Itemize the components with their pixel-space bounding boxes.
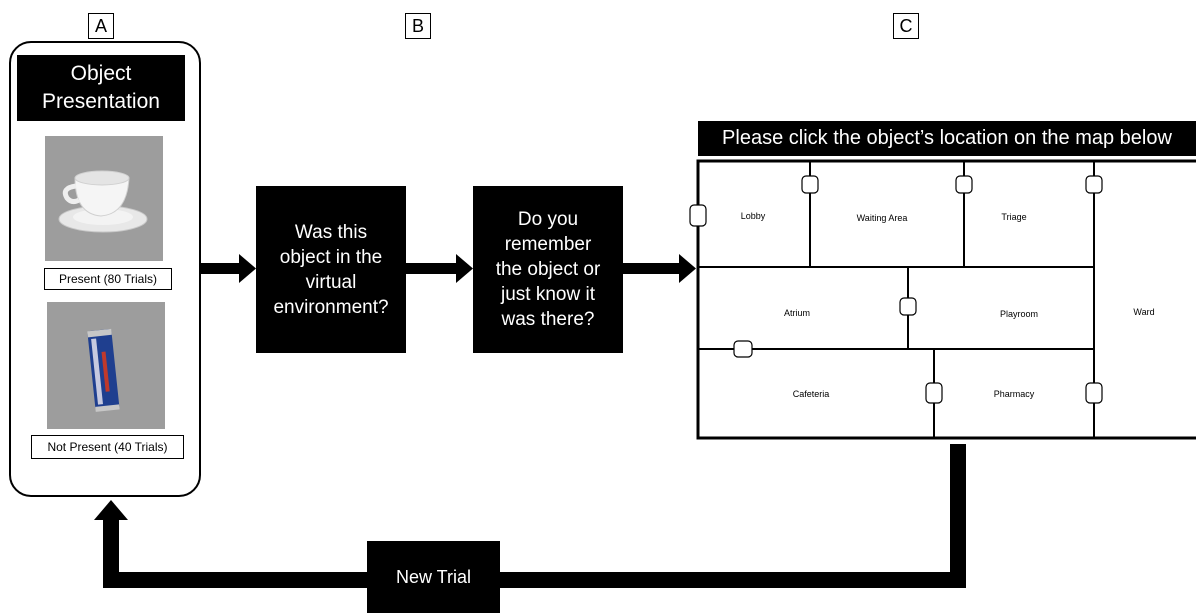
- room-waiting-area[interactable]: Waiting Area: [856, 213, 908, 223]
- hospital-map[interactable]: [696, 159, 1196, 440]
- room-atrium[interactable]: Atrium: [783, 308, 811, 318]
- question-in-environment: Was this object in the virtual environme…: [256, 186, 406, 353]
- map-instruction: Please click the object’s location on th…: [698, 121, 1196, 156]
- teacup-image: [45, 136, 163, 261]
- arrow-q1-to-q2: [406, 254, 473, 283]
- arrow-q2-to-map: [623, 254, 696, 283]
- teacup-icon: [58, 170, 148, 233]
- panel-label-a: A: [88, 13, 114, 39]
- room-lobby[interactable]: Lobby: [740, 211, 766, 221]
- room-pharmacy[interactable]: Pharmacy: [993, 389, 1035, 399]
- energy-drink-can-image: [47, 302, 165, 429]
- question-remember-know: Do you remember the object or just know …: [473, 186, 623, 353]
- object-presentation-title: Object Presentation: [17, 55, 185, 121]
- not-present-caption: Not Present (40 Trials): [31, 435, 184, 459]
- present-caption: Present (80 Trials): [44, 268, 172, 290]
- can-icon: [87, 328, 120, 412]
- arrow-new-trial-loop: [94, 444, 966, 588]
- room-ward[interactable]: Ward: [1133, 307, 1155, 317]
- panel-label-b: B: [405, 13, 431, 39]
- new-trial-box: New Trial: [367, 541, 500, 613]
- room-cafeteria[interactable]: Cafeteria: [792, 389, 830, 399]
- arrow-a-to-q1: [201, 254, 256, 283]
- panel-label-c: C: [893, 13, 919, 39]
- map-doors: [689, 175, 1103, 404]
- room-playroom[interactable]: Playroom: [999, 309, 1039, 319]
- room-triage[interactable]: Triage: [1001, 212, 1027, 222]
